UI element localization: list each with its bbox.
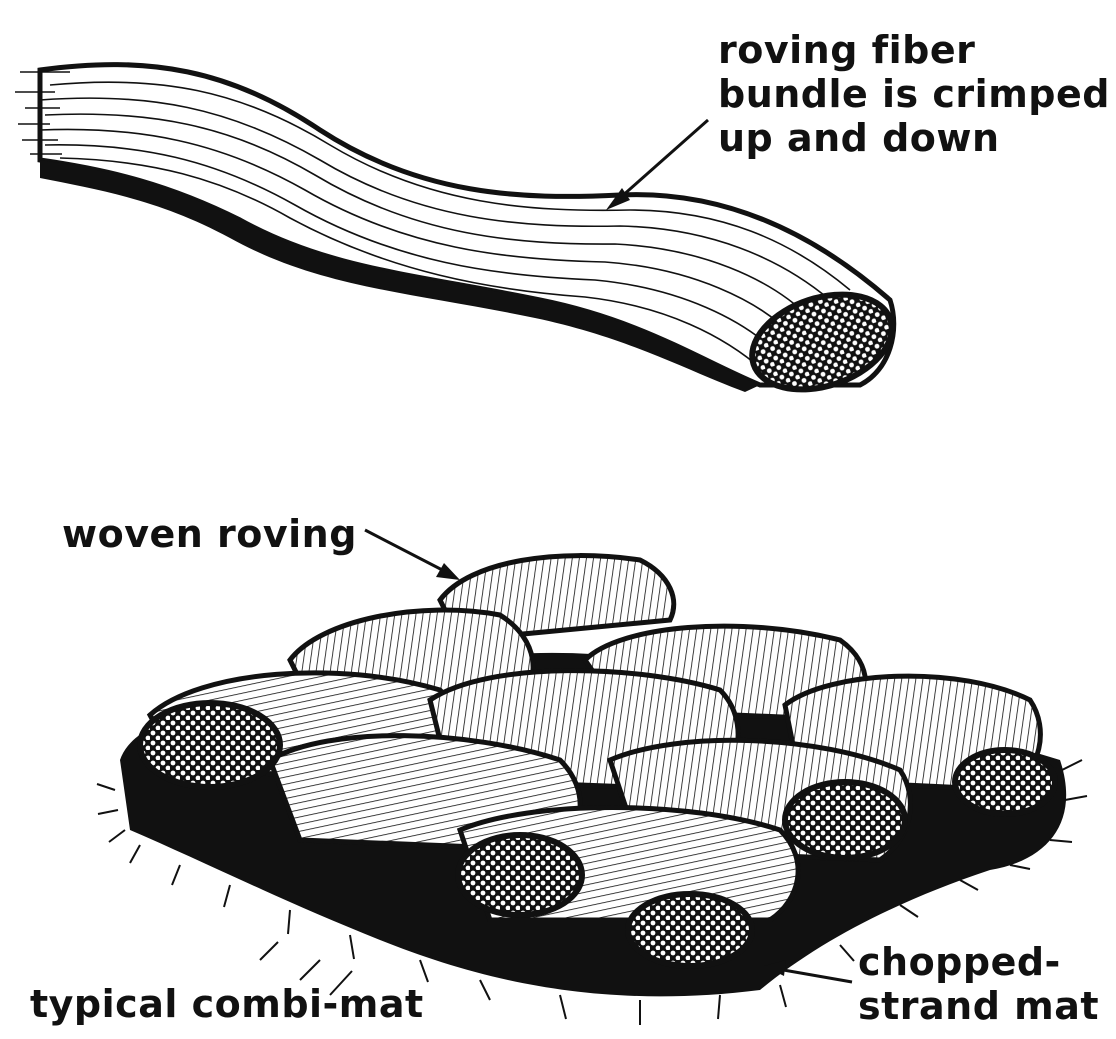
roving-fiber-label-line-2: bundle is crimped — [718, 72, 1110, 116]
woven-roving-label-text: woven roving — [62, 512, 357, 556]
combi-mat-label-text: typical combi-mat — [30, 982, 424, 1026]
combi-mat-label: typical combi-mat — [30, 982, 424, 1026]
roving-fiber-label-line-1: roving fiber — [718, 28, 1110, 72]
roving-fiber-label-line-3: up and down — [718, 116, 1110, 160]
woven-roving-label: woven roving — [62, 512, 357, 556]
chopped-strand-label-line-2: strand mat — [858, 984, 1099, 1028]
roving-fiber-label: roving fiber bundle is crimped up and do… — [718, 28, 1110, 160]
chopped-strand-label: chopped- strand mat — [858, 940, 1099, 1028]
chopped-strand-label-line-1: chopped- — [858, 940, 1099, 984]
